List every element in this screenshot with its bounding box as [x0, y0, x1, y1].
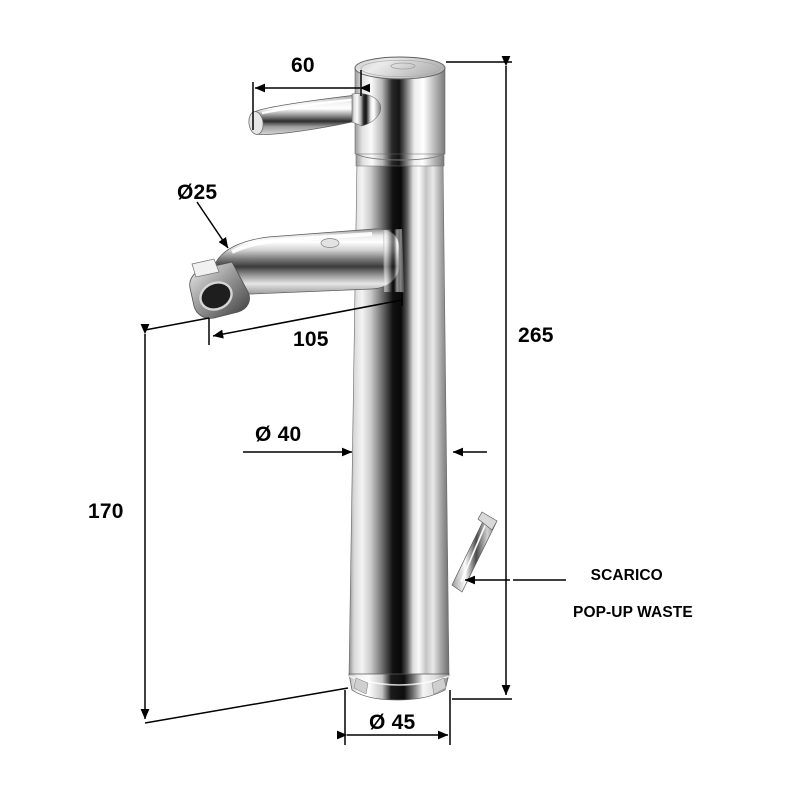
annotation-waste-english: POP-UP WASTE	[573, 603, 693, 621]
dimension-label-lever-length: 60	[291, 54, 315, 77]
dimension-label-base-diameter: Ø 45	[369, 711, 416, 734]
dim-170-extension-top	[144, 317, 210, 331]
dimension-label-total-height: 265	[518, 324, 554, 347]
faucet-illustration	[189, 56, 498, 701]
cap-top-face	[354, 56, 446, 80]
dimension-label-spout-reach: 105	[293, 328, 329, 351]
annotation-popup-waste: SCARICO POP-UP WASTE	[573, 549, 693, 659]
dim-170-extension-bottom	[144, 687, 349, 724]
dimension-label-body-diameter: Ø 40	[255, 423, 302, 446]
dimension-label-spout-diameter: Ø25	[177, 181, 218, 204]
spout-boss	[320, 238, 340, 248]
spout-highlight	[231, 232, 373, 254]
popup-waste-rod-highlight	[460, 520, 488, 583]
popup-waste-rod-tip	[477, 511, 498, 531]
dimension-label-height-to-spout: 170	[88, 500, 124, 523]
base-collar-top-edge	[348, 675, 450, 686]
aerator-face	[199, 281, 233, 311]
aerator-left-edge	[191, 258, 220, 278]
dim-25-leader	[196, 201, 229, 249]
base-collar-facet-right	[431, 677, 447, 695]
cap-top-inner-ring	[360, 59, 440, 78]
dim-105-line	[212, 299, 403, 339]
cap-logo-mark	[390, 62, 416, 70]
dimension-lines	[140, 55, 566, 745]
base-collar-facet-left	[353, 677, 369, 695]
lever-root	[351, 93, 381, 127]
spout-column-junction	[383, 229, 404, 292]
annotation-waste-italian: SCARICO	[590, 567, 663, 585]
base-collar	[348, 673, 450, 701]
